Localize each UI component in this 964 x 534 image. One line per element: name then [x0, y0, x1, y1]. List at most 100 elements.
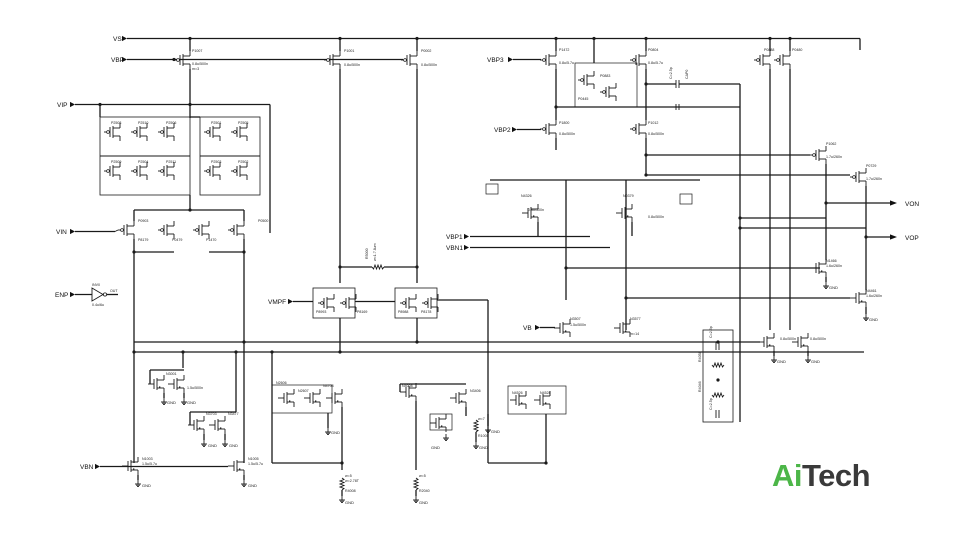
svg-text:GND: GND — [248, 483, 257, 488]
pin-label-vip: VIP — [57, 102, 67, 109]
svg-text:P0729: P0729 — [866, 164, 876, 168]
svg-text:GND: GND — [811, 359, 820, 364]
svg-text:P1012: P1012 — [648, 121, 658, 125]
svg-text:P1472: P1472 — [559, 48, 569, 52]
brand-ai: Ai — [772, 458, 803, 493]
svg-text:OUT: OUT — [110, 289, 118, 293]
aitech-logo: AiTech — [772, 458, 871, 494]
pin-label-enp: ENP — [55, 292, 68, 299]
svg-text:R4058: R4058 — [698, 351, 702, 362]
output-stage: P1472 0.8u/5.7u P0804 0.8u/5.7u P0883 P0… — [470, 38, 890, 423]
svg-text:GND: GND — [142, 483, 151, 488]
svg-text:N3406: N3406 — [470, 389, 481, 393]
svg-text:1.5u/500n: 1.5u/500n — [570, 323, 586, 327]
svg-text:C=2.5p: C=2.5p — [709, 398, 713, 410]
svg-text:P2502: P2502 — [238, 160, 248, 164]
svg-text:GND: GND — [187, 400, 196, 405]
svg-text:0.8u/500n: 0.8u/500n — [648, 132, 664, 136]
svg-text:GND: GND — [419, 500, 428, 505]
svg-text:m=3: m=3 — [192, 67, 199, 71]
pin-label-vmpf: VMPF — [268, 299, 286, 306]
svg-text:P2505: P2505 — [238, 121, 248, 125]
svg-text:N3507: N3507 — [570, 317, 581, 321]
pin-label-von: VON — [905, 201, 919, 208]
svg-text:N4708: N4708 — [323, 384, 334, 388]
svg-text:N4461: N4461 — [866, 289, 877, 293]
svg-text:P2501: P2501 — [211, 121, 221, 125]
svg-text:1.5u/500n: 1.5u/500n — [187, 386, 203, 390]
pin-label-vbn1: VBN1 — [446, 245, 463, 252]
svg-text:P2509: P2509 — [111, 160, 121, 164]
svg-text:C=2.5p: C=2.5p — [669, 67, 673, 79]
svg-text:GND: GND — [331, 430, 340, 435]
pin-label-vbp3: VBP3 — [487, 57, 504, 64]
svg-text:GND: GND — [479, 445, 488, 450]
svg-text:P1800: P1800 — [559, 121, 569, 125]
svg-text:C=2.5p: C=2.5p — [709, 326, 713, 338]
svg-text:R4008: R4008 — [345, 489, 356, 493]
svg-text:P0883: P0883 — [600, 74, 610, 78]
svg-text:1.6u/260n: 1.6u/260n — [866, 294, 882, 298]
svg-text:w=5: w=5 — [345, 474, 352, 478]
svg-text:w=2.78T: w=2.78T — [345, 479, 360, 483]
svg-text:0.8u/500n: 0.8u/500n — [559, 132, 575, 136]
svg-text:1.5u/5.7u: 1.5u/5.7u — [142, 462, 157, 466]
pin-label-vbn: VBN — [80, 464, 94, 471]
svg-text:1.7u/260n: 1.7u/260n — [826, 155, 842, 159]
brand-tech: Tech — [802, 458, 871, 493]
svg-text:P8178: P8178 — [421, 310, 431, 314]
svg-text:CAP0: CAP0 — [685, 70, 689, 79]
svg-text:N2607: N2607 — [298, 389, 309, 393]
svg-text:P0480: P0480 — [792, 48, 802, 52]
svg-text:0.8u/5.7u: 0.8u/5.7u — [559, 61, 574, 65]
svg-text:P0804: P0804 — [648, 48, 658, 52]
svg-text:GND: GND — [431, 445, 440, 450]
svg-text:0.8u/500n: 0.8u/500n — [810, 337, 826, 341]
svg-text:P2504: P2504 — [138, 160, 148, 164]
svg-text:1.6u/260n: 1.6u/260n — [826, 264, 842, 268]
svg-text:GND: GND — [208, 443, 217, 448]
svg-text:P0002: P0002 — [421, 49, 431, 53]
svg-text:P0445: P0445 — [578, 97, 588, 101]
svg-text:P2503: P2503 — [211, 160, 221, 164]
svg-text:GND: GND — [229, 443, 238, 448]
pin-label-vbp2: VBP2 — [494, 127, 511, 134]
svg-text:P0888: P0888 — [764, 48, 774, 52]
svg-text:GND: GND — [491, 429, 500, 434]
svg-text:P1007: P1007 — [192, 49, 202, 53]
svg-text:0.8u/5.7u: 0.8u/5.7u — [648, 61, 663, 65]
pin-label-vb: VB — [523, 325, 532, 332]
svg-text:N4008: N4008 — [402, 384, 413, 388]
svg-text:R2040: R2040 — [419, 489, 430, 493]
svg-text:0.8u/500n: 0.8u/500n — [780, 337, 796, 341]
svg-text:w=5: w=5 — [419, 474, 426, 478]
svg-text:P0903: P0903 — [138, 219, 148, 223]
svg-text:1.5u/5.7u: 1.5u/5.7u — [248, 462, 263, 466]
svg-text:INV0: INV0 — [92, 283, 100, 287]
svg-text:m=14: m=14 — [630, 332, 639, 336]
svg-text:N3703: N3703 — [206, 412, 217, 416]
pin-label-vbp: VBP — [111, 57, 124, 64]
svg-text:P1001: P1001 — [344, 49, 354, 53]
pin-label-vbp1: VBP1 — [446, 234, 463, 241]
svg-text:0.8u/500n: 0.8u/500n — [344, 63, 360, 67]
pin-label-vs: VS — [113, 36, 122, 43]
svg-text:N1466: N1466 — [826, 259, 837, 263]
svg-text:0.8u/500n: 0.8u/500n — [421, 63, 437, 67]
svg-text:0.8u/500n: 0.8u/500n — [528, 208, 544, 212]
svg-text:w=7: w=7 — [478, 417, 485, 421]
input-stage: P1007 0.8u/500n m=3 P2508 P2510 P2506 P2… — [99, 38, 268, 463]
svg-text:N0379: N0379 — [623, 194, 634, 198]
svg-text:0.8u/500n: 0.8u/500n — [648, 215, 664, 219]
svg-text:N3477: N3477 — [228, 412, 239, 416]
svg-text:N4528: N4528 — [540, 391, 551, 395]
svg-text:N4326: N4326 — [521, 194, 532, 198]
svg-text:GND: GND — [829, 285, 838, 290]
svg-text:GND: GND — [345, 500, 354, 505]
svg-text:0.8u/500n: 0.8u/500n — [192, 62, 208, 66]
svg-text:GND: GND — [869, 317, 878, 322]
pin-label-vin: VIN — [56, 229, 67, 236]
svg-text:P8179: P8179 — [138, 238, 148, 242]
svg-text:P2508: P2508 — [111, 121, 121, 125]
